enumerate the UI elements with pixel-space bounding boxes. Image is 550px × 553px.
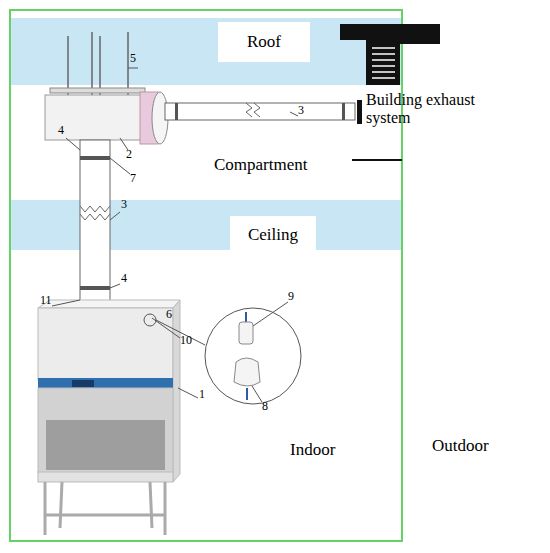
callout-number: 6	[166, 308, 172, 322]
callout-number: 10	[180, 334, 192, 348]
box-label: Roof	[247, 32, 281, 52]
exhaust-stack	[366, 40, 400, 85]
sash-window	[38, 388, 173, 473]
stand-bar	[45, 514, 165, 517]
control-strip	[38, 378, 173, 388]
leader-line	[290, 112, 298, 116]
area-label: Indoor	[290, 440, 335, 460]
work-opening	[46, 420, 165, 470]
duct-clamp	[175, 103, 178, 120]
callout-number: 9	[288, 290, 294, 304]
horizontal-duct	[165, 103, 355, 120]
leader-line	[110, 284, 120, 288]
label-box: Ceiling	[230, 216, 316, 254]
duct-break	[80, 206, 110, 220]
stand-leg	[44, 482, 47, 535]
area-label: Outdoor	[432, 436, 489, 456]
exhaust-arm	[400, 24, 440, 44]
fan-box	[45, 95, 142, 140]
box-label: Ceiling	[248, 225, 298, 245]
callout-number: 4	[121, 272, 127, 286]
stand-leg	[60, 482, 62, 528]
label-box: Roof	[218, 22, 310, 62]
duct-clamp	[80, 286, 110, 290]
leader-line	[128, 68, 138, 69]
louver	[372, 77, 395, 79]
callout-number: 4	[58, 124, 64, 138]
hanger-rail	[50, 88, 145, 93]
duct-clamp	[80, 156, 110, 160]
stand-leg	[150, 482, 152, 528]
louver	[372, 71, 395, 73]
stand	[45, 482, 165, 535]
part-name: Building exhaust system	[366, 91, 506, 128]
callout-number: 3	[121, 198, 127, 212]
leader-line	[52, 300, 80, 306]
damper	[357, 100, 362, 124]
ceiling-band	[10, 200, 402, 250]
cabinet-base	[38, 472, 173, 482]
cabinet-top	[38, 300, 180, 308]
callout-number: 2	[126, 148, 132, 162]
leader-line	[66, 138, 80, 150]
callout-number: 7	[130, 172, 136, 186]
stand-leg	[164, 482, 167, 535]
duct-clamp	[342, 103, 345, 120]
display-panel	[72, 380, 94, 387]
detail-circle	[205, 308, 301, 404]
socket-part	[239, 322, 253, 344]
duct-break	[246, 103, 260, 117]
compartment-line	[352, 159, 402, 161]
louver	[372, 47, 395, 49]
leaders	[52, 68, 298, 402]
louver	[372, 59, 395, 61]
louvers	[372, 48, 395, 78]
building-outline	[10, 10, 402, 541]
callout-number: 3	[298, 104, 304, 118]
wire	[245, 312, 247, 322]
leader-line	[252, 386, 262, 402]
louver	[372, 53, 395, 55]
callout-number: 8	[262, 400, 268, 414]
leader-line	[178, 388, 198, 398]
cabinet-side	[173, 300, 180, 482]
louver	[372, 65, 395, 67]
leader-line	[110, 212, 120, 220]
callout-number: 11	[40, 294, 52, 308]
callout-number: 5	[130, 52, 136, 66]
callout-number: 1	[199, 388, 205, 402]
vertical-duct	[80, 140, 110, 306]
wire	[246, 388, 248, 400]
leader-line	[253, 302, 288, 326]
area-label: Compartment	[214, 155, 307, 175]
plug-part	[234, 358, 260, 386]
